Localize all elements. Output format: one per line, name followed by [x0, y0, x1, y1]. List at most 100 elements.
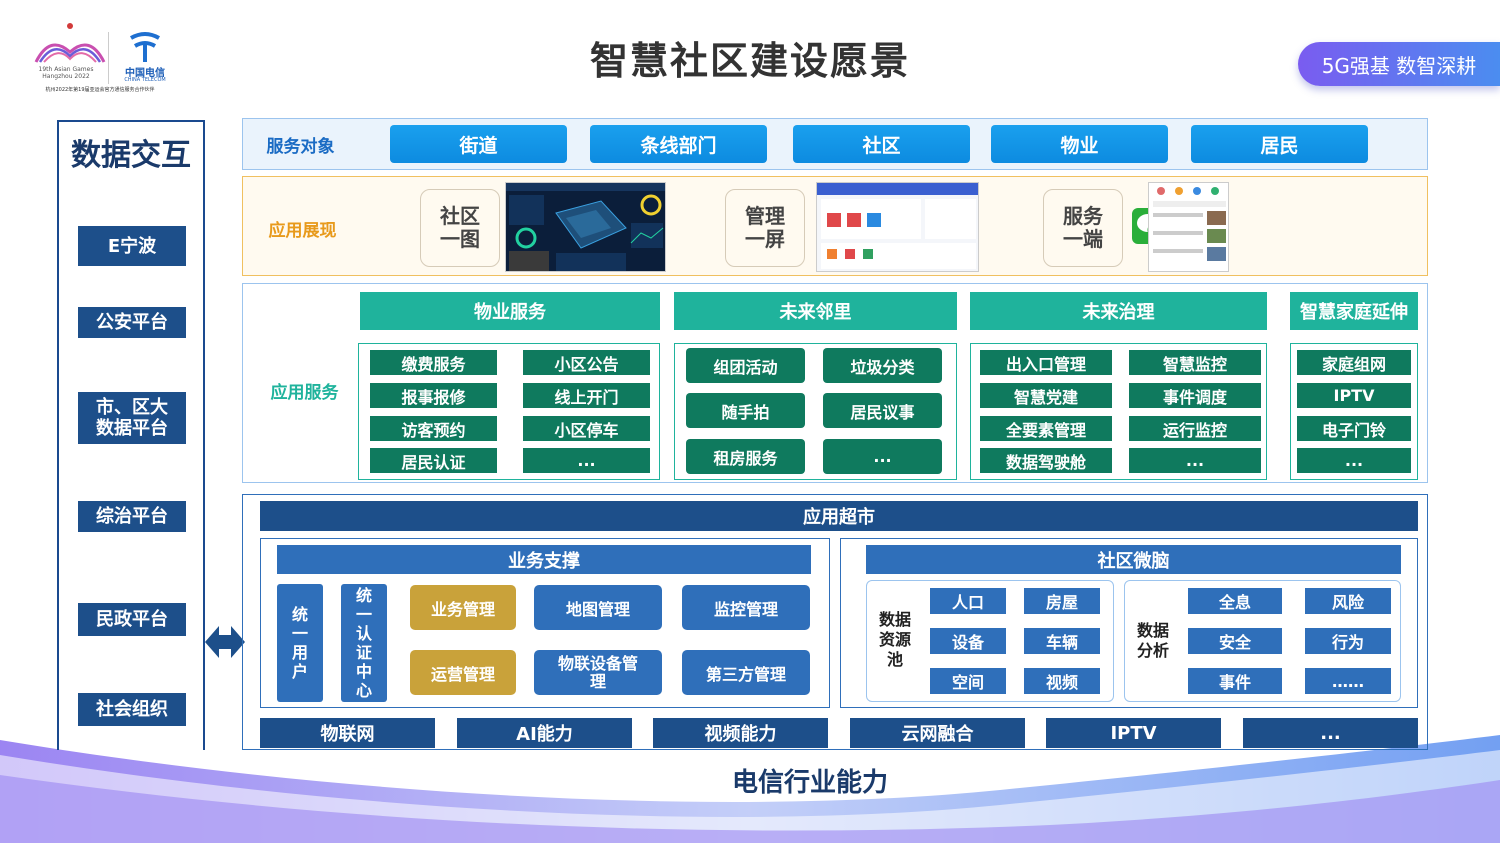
app-display-map-label: 社区 一图 — [420, 189, 500, 267]
app-display-label: 应用展现 — [268, 220, 337, 241]
service-item: 报事报修 — [370, 383, 497, 408]
double-arrow-icon — [205, 626, 245, 658]
iot-device-management: 物联设备管 理 — [534, 650, 662, 695]
unified-user: 统 一 用 户 — [277, 584, 323, 702]
data-pool-label: 数据 资源 池 — [878, 610, 911, 669]
pool-item: 设备 — [930, 628, 1006, 654]
pool-item: 人口 — [930, 588, 1006, 614]
pool-item: 车辆 — [1024, 628, 1100, 654]
service-item: 事件调度 — [1129, 383, 1261, 408]
community-brain-title: 社区微脑 — [866, 545, 1401, 574]
service-item: 随手拍 — [686, 393, 805, 428]
left-item-civil: 民政平台 — [78, 603, 186, 636]
group-future-neighborhood-box — [674, 343, 957, 480]
group-future-neighborhood-header: 未来邻里 — [674, 292, 957, 330]
service-item: 居民认证 — [370, 448, 497, 473]
pool-item: 房屋 — [1024, 588, 1100, 614]
telecom-name: 中国电信 — [125, 68, 165, 79]
service-item: ... — [1129, 448, 1261, 473]
app-market-title: 应用超市 — [260, 501, 1418, 531]
logo-area: 19th Asian Games Hangzhou 2022 中国电信 CHIN… — [30, 22, 170, 98]
service-item: 垃圾分类 — [823, 348, 942, 383]
service-item: 智慧党建 — [980, 383, 1112, 408]
unified-auth-center: 统 一 认 证 中 心 — [341, 584, 387, 702]
pool-item: 空间 — [930, 668, 1006, 694]
service-item: 全要素管理 — [980, 416, 1112, 441]
service-item: 家庭组网 — [1297, 350, 1411, 375]
biz-support-title: 业务支撑 — [277, 545, 811, 574]
data-exchange-title: 数据交互 — [71, 138, 191, 173]
service-item: 线上开门 — [523, 383, 650, 408]
app-market-frame — [242, 494, 1428, 750]
data-pool-box — [866, 580, 1114, 702]
service-item: 居民议事 — [823, 393, 942, 428]
target-community: 社区 — [793, 125, 970, 163]
community-brain-box — [840, 538, 1418, 708]
service-item: 小区公告 — [523, 350, 650, 375]
data-analysis-label: 数据 分析 — [1136, 621, 1169, 660]
asian-games-caption: 19th Asian Games Hangzhou 2022 — [38, 66, 94, 80]
group-future-governance-box — [970, 343, 1267, 480]
monitor-management: 监控管理 — [682, 585, 810, 630]
left-item-social: 社会组织 — [78, 693, 186, 726]
telecom-en: CHINA TELECOM — [124, 77, 166, 83]
app-service-label: 应用服务 — [270, 382, 339, 403]
analysis-item: 事件 — [1188, 668, 1282, 694]
management-screenshot — [816, 182, 979, 272]
service-item: 数据驾驶舱 — [980, 448, 1112, 473]
group-smart-home-header: 智慧家庭延伸 — [1290, 292, 1418, 330]
china-telecom-logo — [130, 32, 160, 62]
dashboard-screenshot — [505, 182, 666, 272]
partner-line: 杭州2022年第19届亚运会官方通信服务合作伙伴 — [45, 87, 155, 93]
biz-management: 业务管理 — [410, 585, 516, 630]
app-display-screen-label: 管理 一屏 — [725, 189, 805, 267]
data-exchange-panel — [57, 120, 205, 750]
asian-games-logo — [34, 23, 106, 63]
service-item: 缴费服务 — [370, 350, 497, 375]
capability-more: ... — [1243, 718, 1418, 748]
mobile-screenshot — [1148, 182, 1229, 272]
ops-management: 运营管理 — [410, 650, 516, 695]
target-property: 物业 — [991, 125, 1168, 163]
service-item: 访客预约 — [370, 416, 497, 441]
analysis-item: 风险 — [1305, 588, 1391, 614]
pool-item: 视频 — [1024, 668, 1100, 694]
service-item: ... — [523, 448, 650, 473]
app-display-terminal-label: 服务 一端 — [1043, 189, 1123, 267]
map-management: 地图管理 — [534, 585, 662, 630]
service-item: ... — [823, 439, 942, 474]
group-property-services-box — [358, 343, 660, 480]
left-item-ningbo: E宁波 — [78, 226, 186, 266]
logo-divider — [108, 32, 109, 84]
service-item: 运行监控 — [1129, 416, 1261, 441]
service-item: 智慧监控 — [1129, 350, 1261, 375]
service-target-label: 服务对象 — [266, 136, 335, 157]
analysis-item: 行为 — [1305, 628, 1391, 654]
capability-cloud-network: 云网融合 — [850, 718, 1025, 748]
capability-video: 视频能力 — [653, 718, 828, 748]
left-item-bigdata: 市、区大 数据平台 — [78, 392, 186, 444]
target-departments: 条线部门 — [590, 125, 767, 163]
group-future-governance-header: 未来治理 — [970, 292, 1267, 330]
service-item: 出入口管理 — [980, 350, 1112, 375]
service-item: 租房服务 — [686, 439, 805, 474]
third-party-management: 第三方管理 — [682, 650, 810, 695]
service-item: 组团活动 — [686, 348, 805, 383]
group-smart-home-box — [1290, 343, 1418, 480]
analysis-item: 安全 — [1188, 628, 1282, 654]
bottom-wave-decoration — [0, 735, 1500, 843]
telecom-capability-title: 电信行业能力 — [731, 767, 888, 798]
left-item-police: 公安平台 — [78, 307, 186, 338]
data-analysis-box — [1124, 580, 1401, 702]
service-item: 电子门铃 — [1297, 416, 1411, 441]
capability-iot: 物联网 — [260, 718, 435, 748]
service-item: IPTV — [1297, 383, 1411, 408]
biz-support-box — [260, 538, 830, 708]
analysis-item: …… — [1305, 668, 1391, 694]
page-title: 智慧社区建设愿景 — [589, 38, 910, 83]
service-item: ... — [1297, 448, 1411, 473]
capability-ai: AI能力 — [457, 718, 632, 748]
target-street: 街道 — [390, 125, 567, 163]
group-property-services-header: 物业服务 — [360, 292, 660, 330]
capability-iptv: IPTV — [1046, 718, 1221, 748]
